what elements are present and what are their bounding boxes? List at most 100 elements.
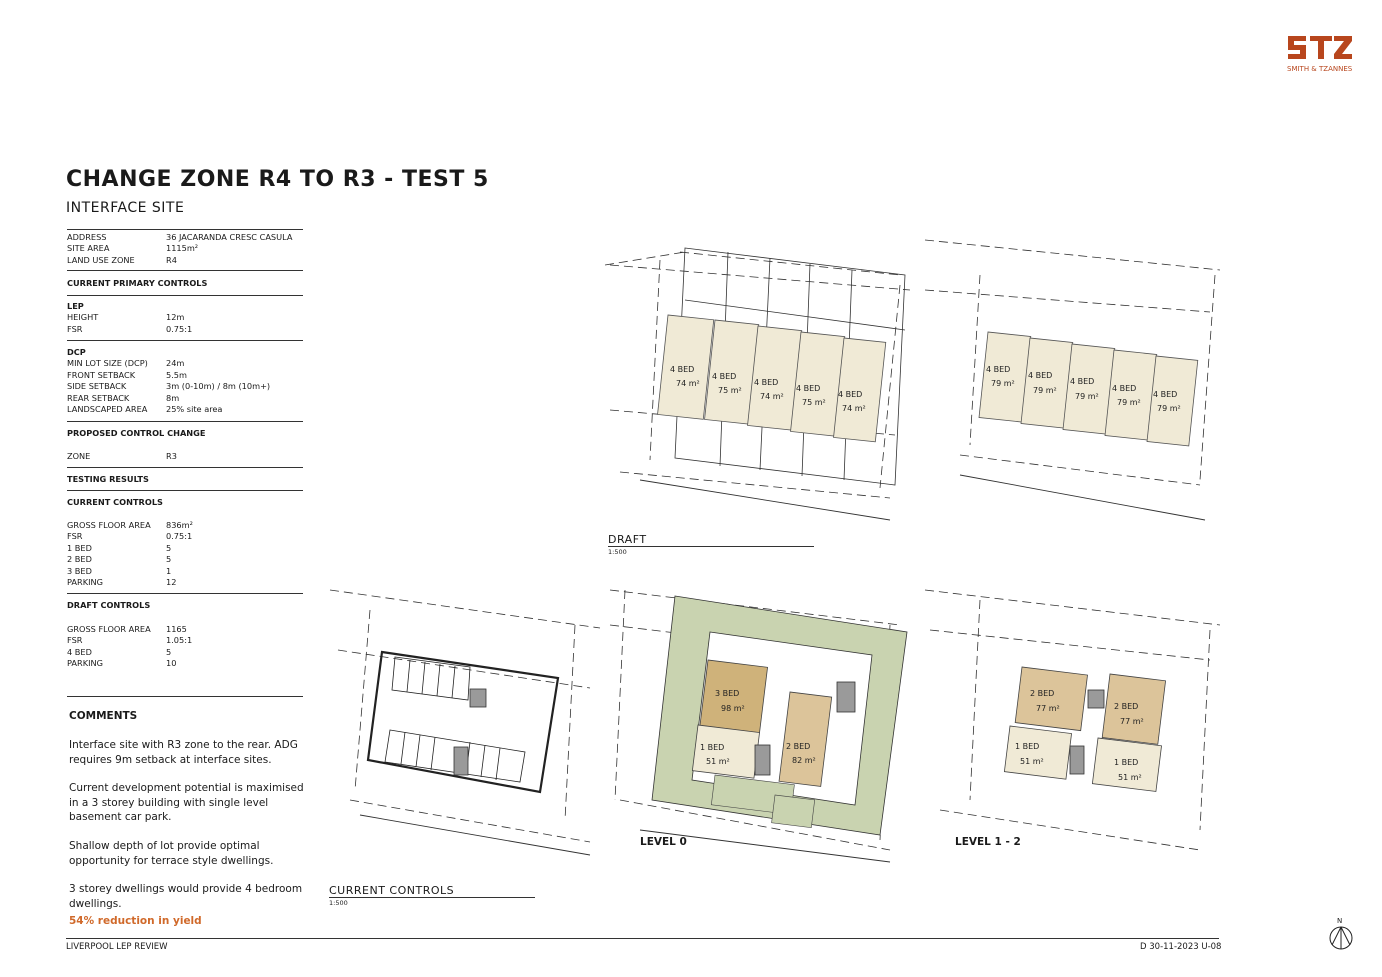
comments-heading: COMMENTS: [69, 710, 138, 722]
site-boundary: [366, 650, 560, 794]
four-bed-value: 5: [166, 646, 172, 657]
unit-bed: 4 BED: [986, 365, 1010, 374]
lep-heading: LEP: [67, 301, 84, 311]
rear-setback-label: REAR SETBACK: [67, 392, 130, 403]
height-value: 12m: [166, 312, 185, 323]
dcp-block: DCP MIN LOT SIZE (DCP) 24m FRONT SETBACK 5…: [67, 347, 303, 415]
current-controls-label: CURRENT CONTROLS: [329, 884, 455, 897]
unit-bed: 4 BED: [1070, 377, 1094, 386]
north-label: N: [1337, 917, 1343, 925]
footer-right: D 30-11-2023 U-08: [1140, 942, 1222, 952]
proposed-zone-value: R3: [166, 451, 177, 461]
side-setback-value: 3m (0-10m) / 8m (10m+): [166, 381, 271, 392]
proposed-heading: PROPOSED CONTROL CHANGE: [67, 428, 206, 438]
gfa-value: 836m²: [166, 520, 193, 530]
parking-value: 12: [166, 577, 177, 588]
parking-value: 10: [166, 658, 177, 669]
three-bed-label: 3 BED: [67, 565, 92, 576]
divider: [67, 295, 303, 296]
comment-2: Current development potential is maximis…: [69, 782, 304, 823]
draft-a-units: [657, 314, 887, 443]
unit-bed: 1 BED: [1114, 758, 1138, 767]
footer-left: LIVERPOOL LEP REVIEW: [66, 942, 168, 952]
fsr-value: 0.75:1: [166, 531, 193, 542]
unit-area: 51 m²: [706, 757, 730, 766]
front-setback-label: FRONT SETBACK: [67, 369, 136, 380]
unit-bed: 4 BED: [1153, 390, 1177, 399]
address-value: 36 JACARANDA CRESC CASULA: [166, 232, 293, 242]
fsr-label: FSR: [67, 635, 83, 646]
two-bed-value: 5: [166, 554, 172, 565]
unit-block: [657, 314, 715, 420]
north-arrow-icon: [1329, 926, 1353, 950]
unit-bed: 4 BED: [712, 372, 736, 381]
divider: [67, 270, 303, 271]
divider: [67, 593, 303, 594]
yield-note: 54% reduction in yield: [69, 915, 202, 927]
unit-bed: 4 BED: [1028, 371, 1052, 380]
front-setback-value: 5.5m: [166, 369, 187, 380]
one-bed-value: 5: [166, 542, 172, 553]
unit-area: 79 m²: [1033, 386, 1057, 395]
unit-bed: 3 BED: [715, 689, 739, 698]
one-bed-label: 1 BED: [67, 542, 92, 553]
min-lot-value: 24m: [166, 358, 185, 369]
page-subtitle: INTERFACE SITE: [66, 200, 185, 216]
unit-area: 75 m²: [718, 386, 742, 395]
drawings: 4 BED 74 m² 4 BED 75 m² 4 BED 74 m² 4 BE…: [329, 239, 1221, 863]
height-label: HEIGHT: [67, 312, 99, 323]
unit-block: [1146, 355, 1199, 447]
unit-area: 77 m²: [1120, 717, 1144, 726]
address-label: ADDRESS: [67, 232, 107, 242]
testing-heading: TESTING RESULTS: [67, 474, 149, 484]
fsr-label: FSR: [67, 531, 83, 542]
section-heading: CURRENT PRIMARY CONTROLS: [67, 278, 208, 288]
site-area-label: SITE AREA: [67, 243, 110, 254]
four-bed-label: 4 BED: [67, 646, 92, 657]
comment-4: 3 storey dwellings would provide 4 bedro…: [69, 883, 303, 910]
unit-area: 74 m²: [760, 392, 784, 401]
unit-bed: 4 BED: [754, 378, 778, 387]
unit-bed: 2 BED: [786, 742, 810, 751]
unit-area: 79 m²: [1117, 398, 1141, 407]
stz-logo: [1288, 36, 1352, 59]
unit-bed: 4 BED: [1112, 384, 1136, 393]
unit-area: 79 m²: [991, 379, 1015, 388]
site-info: ADDRESS 36 JACARANDA CRESC CASULA SITE AR…: [67, 232, 303, 266]
proposed-zone-label: ZONE: [67, 451, 91, 461]
level-0-label: LEVEL 0: [640, 836, 687, 848]
min-lot-label: MIN LOT SIZE (DCP): [67, 358, 148, 369]
draft-controls-heading: DRAFT CONTROLS: [67, 600, 151, 610]
dcp-heading: DCP: [67, 347, 86, 357]
zone-value: R4: [166, 254, 177, 265]
divider: [67, 229, 303, 230]
unit-bed: 2 BED: [1114, 702, 1138, 711]
gfa-label: GROSS FLOOR AREA: [67, 624, 151, 634]
comment-1: Interface site with R3 zone to the rear.…: [69, 739, 298, 766]
page-title: CHANGE ZONE R4 TO R3 - TEST 5: [66, 167, 489, 192]
level-1-2-plan: [1003, 666, 1167, 792]
unit-area: 74 m²: [842, 404, 866, 413]
draft-scale: 1:500: [608, 548, 627, 556]
comment-3: Shallow depth of lot provide optimal opp…: [69, 840, 274, 867]
unit-area: 82 m²: [792, 756, 816, 765]
rear-setback-value: 8m: [166, 392, 180, 403]
unit-area: 79 m²: [1157, 404, 1181, 413]
zone-label: LAND USE ZONE: [67, 254, 135, 265]
draft-b-units: [978, 331, 1199, 447]
fsr-label: FSR: [67, 323, 83, 334]
divider: [67, 696, 303, 697]
current-controls-rule: [329, 897, 535, 898]
level-0-plan: [651, 595, 908, 836]
unit-bed: 1 BED: [1015, 742, 1039, 751]
footer-rule: [66, 938, 1219, 939]
three-bed-value: 1: [166, 565, 172, 576]
proposed-block: ZONE R3: [67, 451, 303, 462]
unit-block: [833, 337, 887, 443]
unit-area: 74 m²: [676, 379, 700, 388]
landscaped-value: 25% site area: [166, 404, 223, 415]
unit-area: 51 m²: [1118, 773, 1142, 782]
